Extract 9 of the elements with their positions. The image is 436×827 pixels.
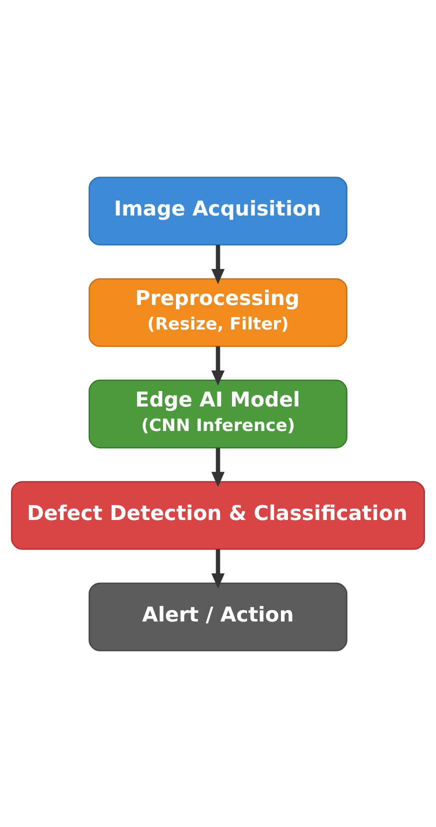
node-box: Defect Detection & Classification xyxy=(11,480,425,550)
node-box: Preprocessing (Resize, Filter) xyxy=(88,278,348,346)
node-box: Alert / Action xyxy=(88,582,348,651)
arrow xyxy=(211,548,225,588)
arrow xyxy=(211,447,225,487)
arrow xyxy=(211,244,225,284)
node-box: Edge AI Model (CNN Inference) xyxy=(88,379,348,448)
arrow xyxy=(211,346,225,386)
node-box: Image Acquisition xyxy=(88,176,348,245)
